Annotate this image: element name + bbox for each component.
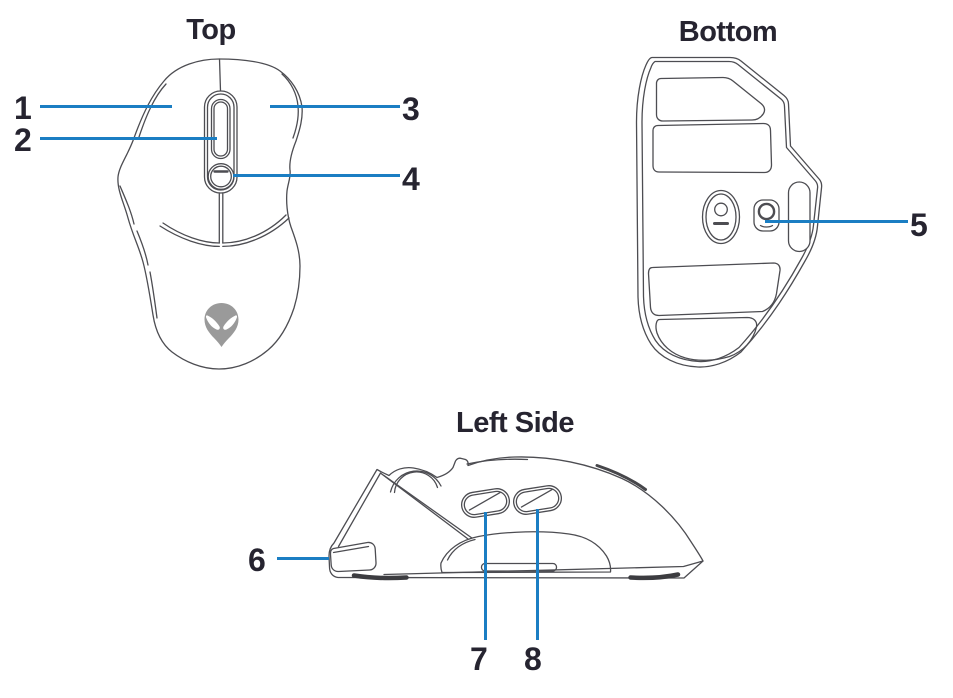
callout-8-line (536, 509, 539, 640)
left-side-view-drawing (328, 456, 704, 581)
left-button-front-seam-2 (159, 225, 220, 248)
optical-sensor-inner (705, 193, 737, 241)
scroll-wheel (210, 98, 231, 160)
callout-2-label: 2 (14, 122, 32, 158)
callout-8-label: 8 (524, 641, 542, 677)
center-seam-top (218, 58, 222, 92)
rear-glide-foot (628, 572, 681, 581)
dpi-button (207, 163, 235, 190)
left-skirt-arc-3 (149, 271, 158, 319)
callout-5-label: 5 (910, 207, 928, 243)
nose-ridge-line (337, 472, 382, 548)
mouse-bottom-inner-outline (641, 60, 819, 363)
usb-port-cover-inner-line (332, 545, 370, 554)
bottom-view-title: Bottom (678, 16, 778, 48)
callout-1-line (40, 105, 172, 108)
optical-sensor-lens (714, 202, 728, 217)
callout-3-line (270, 105, 400, 108)
top-view-drawing (117, 58, 303, 370)
left-side-view-title: Left Side (456, 407, 574, 439)
callout-6-label: 6 (248, 542, 266, 578)
glide-pad-top (655, 76, 766, 122)
callout-3-label: 3 (402, 91, 420, 127)
callout-4-line (233, 174, 400, 177)
callout-4-label: 4 (402, 161, 420, 197)
callout-7-label: 7 (470, 641, 488, 677)
callout-6-line (277, 557, 329, 560)
callout-1-label: 1 (14, 90, 32, 126)
power-button-shadow (759, 224, 774, 228)
scroll-wheel-housing-inner (206, 93, 235, 191)
glide-pad-upper-mid (652, 122, 773, 174)
bottom-rim-line (383, 560, 704, 576)
rear-edge-shading (595, 464, 647, 491)
mouse-top-outline (117, 58, 303, 370)
top-view-title: Top (186, 14, 236, 46)
side-button-forward (460, 488, 511, 518)
top-edge-seam (466, 458, 529, 465)
callout-2-line (40, 137, 217, 140)
callout-5-line (765, 220, 908, 223)
right-button-front-seam-2 (222, 217, 290, 248)
bottom-view-drawing (635, 56, 823, 368)
front-glide-foot (351, 573, 409, 581)
callout-7-line (484, 512, 487, 640)
power-button (757, 202, 776, 221)
compartment-slot (787, 181, 811, 253)
optical-sensor-outer (701, 189, 741, 245)
right-button-front-seam (222, 214, 287, 244)
left-skirt-arc-1 (119, 185, 135, 225)
bottom-skirt-inner-arc (446, 538, 476, 561)
glide-pad-bottom (655, 316, 758, 361)
glide-pad-lower-mid (647, 262, 781, 317)
usb-port-cover (329, 541, 377, 573)
side-button-back (512, 485, 563, 515)
scroll-wheel-inner (213, 101, 229, 157)
scroll-wheel-arc-outer (389, 470, 442, 493)
alien-head-logo-icon (204, 303, 239, 347)
left-button-front-seam (162, 222, 220, 244)
dpi-button-inner (210, 165, 232, 188)
left-skirt-arc-2 (136, 230, 149, 266)
mouse-side-outline (328, 456, 704, 579)
side-diagonal-seam-2 (383, 474, 482, 546)
